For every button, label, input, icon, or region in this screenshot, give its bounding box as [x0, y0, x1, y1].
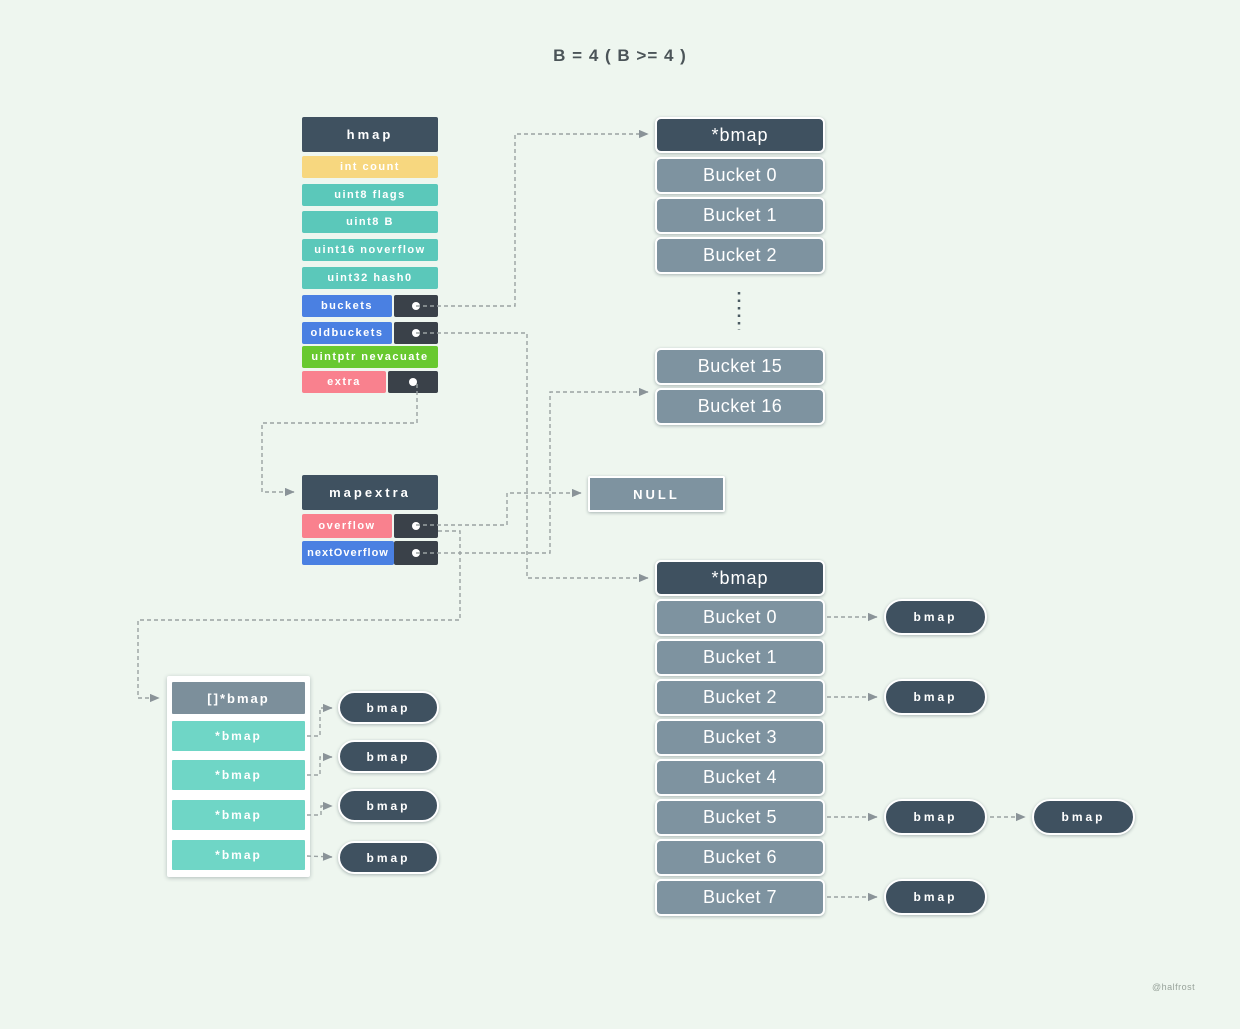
pointer-cell-oldbuckets: [394, 322, 438, 344]
connector-overflow-to-null: [416, 488, 582, 526]
bucket-row: Bucket 1: [655, 639, 825, 676]
new-bmap-header: *bmap: [655, 117, 825, 153]
bucket-row: Bucket 1: [655, 197, 825, 234]
mapextra-field-overflow: overflow: [302, 514, 392, 538]
mapextra-header: mapextra: [302, 475, 438, 510]
connector-slice3-to-bmap: [306, 852, 333, 861]
bmap-pill: bmap: [338, 841, 439, 874]
hmap-field-nevacuate: uintptr nevacuate: [302, 346, 438, 368]
pointer-cell-nextoverflow: [394, 541, 438, 565]
overflow-slice-row: *bmap: [172, 760, 305, 790]
pointer-dot: [409, 378, 417, 386]
overflow-slice-header: []*bmap: [172, 682, 305, 714]
bucket-row: Bucket 15: [655, 348, 825, 385]
hmap-field-oldbuckets: oldbuckets: [302, 322, 392, 344]
bmap-pill: bmap: [338, 740, 439, 773]
bmap-pill: bmap: [884, 599, 987, 635]
null-box: NULL: [588, 476, 725, 512]
pointer-cell-extra: [388, 371, 438, 393]
pointer-dot: [412, 302, 420, 310]
diagram-title: B = 4 ( B >= 4 ): [553, 46, 687, 65]
bmap-pill: bmap: [884, 879, 987, 915]
watermark: @halfrost: [1152, 982, 1196, 992]
bucket-row: Bucket 5: [655, 799, 825, 836]
connector-slice2-to-bmap: [307, 801, 333, 816]
pointer-cell-overflow: [394, 514, 438, 538]
bmap-pill: bmap: [884, 679, 987, 715]
bucket-row: Bucket 6: [655, 839, 825, 876]
bucket-row: Bucket 16: [655, 388, 825, 425]
pointer-dot: [412, 549, 420, 557]
bucket-row: Bucket 7: [655, 879, 825, 916]
hmap-field-b: uint8 B: [302, 211, 438, 233]
bmap-pill: bmap: [338, 691, 439, 724]
hmap-field-extra: extra: [302, 371, 386, 393]
bucket-row: Bucket 0: [655, 599, 825, 636]
connector-slice0-to-bmap: [307, 703, 333, 737]
overflow-slice-row: *bmap: [172, 721, 305, 751]
bmap-pill: bmap: [338, 789, 439, 822]
hmap-field-hash0: uint32 hash0: [302, 267, 438, 289]
bucket-row: Bucket 0: [655, 157, 825, 194]
bucket-row: Bucket 2: [655, 679, 825, 716]
bucket-row: Bucket 3: [655, 719, 825, 756]
connector-oldbuckets-to-bmap: [416, 332, 649, 583]
connector-buckets-to-bmap: [416, 129, 649, 307]
pointer-dot: [412, 522, 420, 530]
mapextra-field-nextoverflow: nextOverflow: [302, 541, 394, 565]
connector-slice1-to-bmap: [307, 752, 333, 776]
overflow-slice-row: *bmap: [172, 840, 305, 870]
hmap-header: hmap: [302, 117, 438, 152]
bmap-pill: bmap: [884, 799, 987, 835]
bmap-pill: bmap: [1032, 799, 1135, 835]
hmap-field-count: int count: [302, 156, 438, 178]
pointer-cell-buckets: [394, 295, 438, 317]
old-bmap-header: *bmap: [655, 560, 825, 596]
hmap-field-buckets: buckets: [302, 295, 392, 317]
overflow-slice-row: *bmap: [172, 800, 305, 830]
bucket-row: Bucket 2: [655, 237, 825, 274]
bucket-row: Bucket 4: [655, 759, 825, 796]
pointer-dot: [412, 329, 420, 337]
hmap-field-flags: uint8 flags: [302, 184, 438, 206]
hmap-field-noverflow: uint16 noverflow: [302, 239, 438, 261]
connector-nextoverflow-to-bucket16: [416, 387, 649, 554]
